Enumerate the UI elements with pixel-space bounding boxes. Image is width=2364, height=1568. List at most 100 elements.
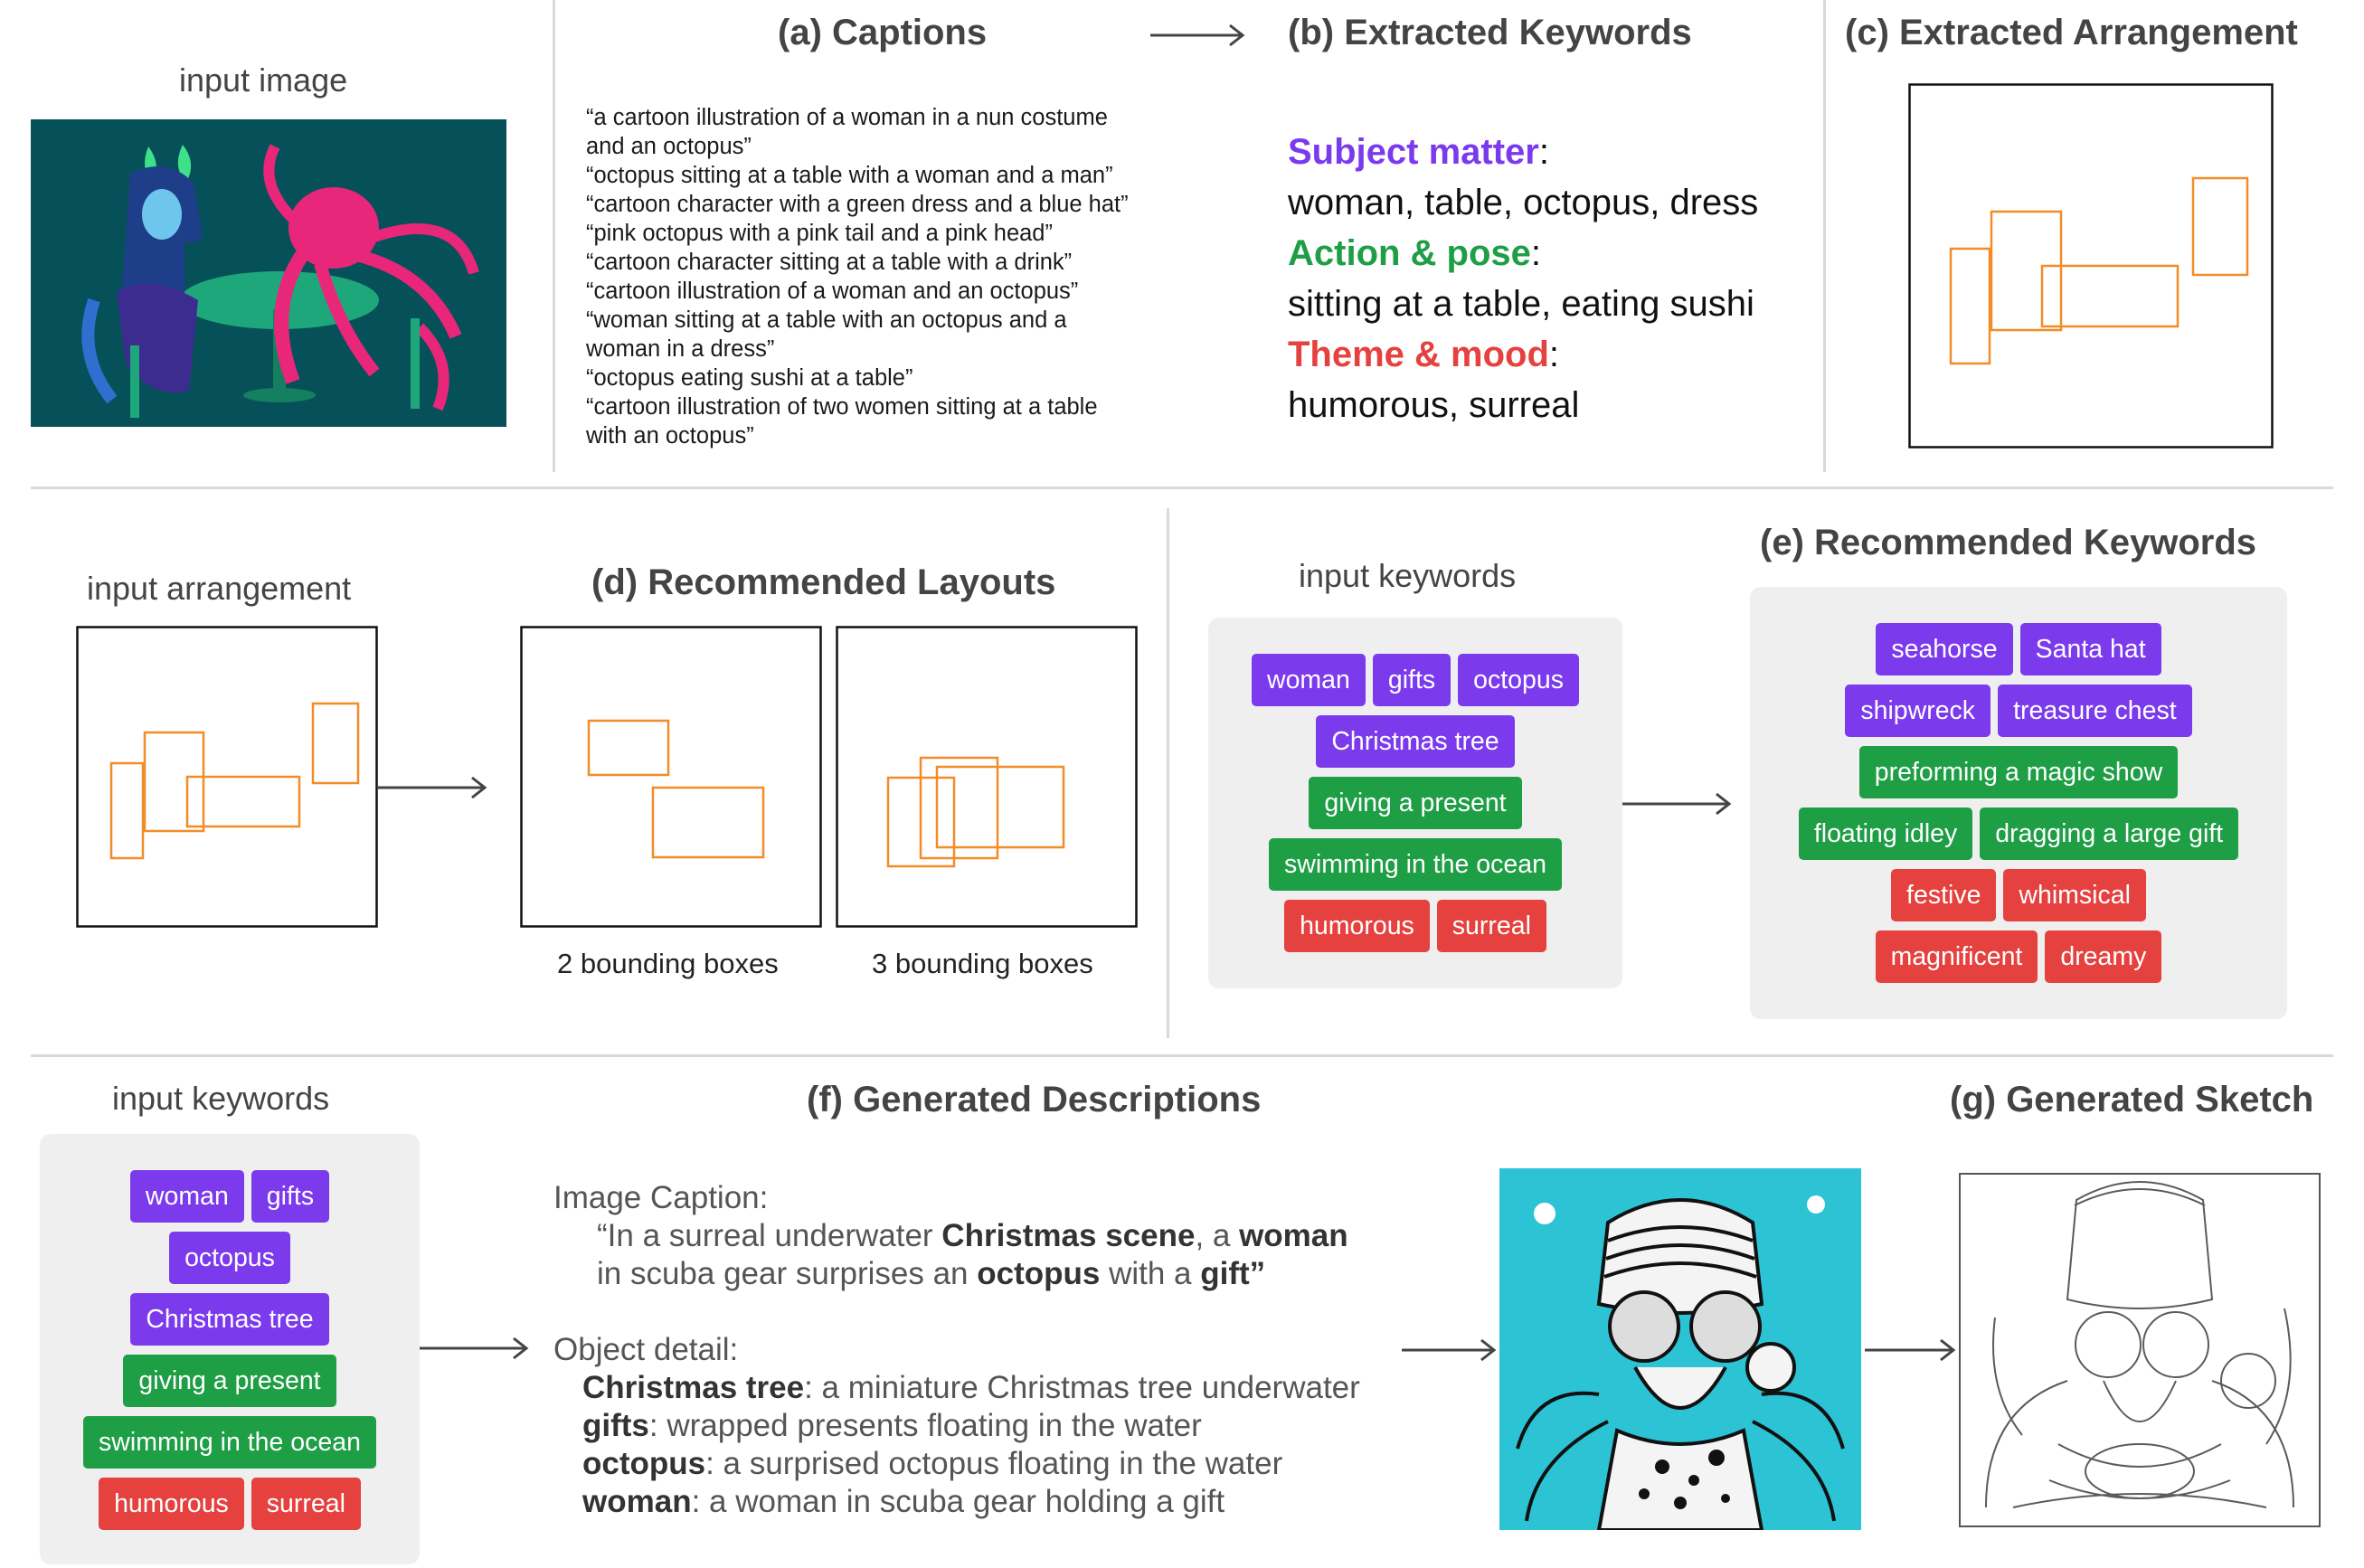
input-image [31,119,506,427]
arrow-image-to-sketch [1865,1338,1956,1362]
object-detail-line: woman: a woman in scuba gear holding a g… [582,1483,1360,1521]
keyword-chip[interactable]: Santa hat [2019,623,2161,675]
keyword-chip[interactable]: giving a present [1309,777,1522,829]
caption-text: , a [1195,1218,1240,1253]
bbox [2191,176,2249,277]
caption-text: “In a surreal underwater [597,1218,942,1253]
object-detail-label: Object detail: [553,1332,739,1367]
action-pose-values: sitting at a table, eating sushi [1288,284,1754,324]
extracted-arrangement-frame [1908,83,2274,449]
input-keywords-f-label: input keywords [112,1080,330,1117]
keyword-chip[interactable]: shipwreck [1845,685,1991,737]
keyword-chip[interactable]: festive [1891,869,1997,921]
arrow-keywords-to-descriptions [420,1337,529,1360]
keyword-chip[interactable]: Christmas tree [130,1293,329,1346]
keyword-chip[interactable]: octopus [1458,654,1579,706]
bbox [109,761,145,860]
object-detail-line: Christmas tree: a miniature Christmas tr… [582,1369,1360,1407]
divider-row-2 [31,1054,2333,1057]
keyword-chip[interactable]: octopus [169,1232,290,1284]
chip-row: octopus [40,1232,420,1284]
layout-3-boxes[interactable] [836,626,1138,928]
bold-keyword: gift” [1200,1256,1266,1291]
keyword-chip[interactable]: Christmas tree [1316,715,1515,768]
caption-line: with an octopus” [586,423,754,449]
keyword-chip[interactable]: surreal [1436,900,1546,952]
input-arrangement-frame [76,626,378,928]
bold-keyword: Christmas scene [941,1218,1196,1253]
object-detail-line: gifts: wrapped presents floating in the … [582,1407,1360,1445]
keyword-chip[interactable]: gifts [251,1170,330,1223]
caption-line: “woman sitting at a table with an octopu… [586,307,1067,333]
keyword-chip[interactable]: humorous [99,1478,244,1530]
header-generated-sketch: (g) Generated Sketch [1950,1080,2314,1119]
divider-mid [1167,508,1169,1038]
header-extracted-keywords: (b) Extracted Keywords [1288,13,1692,52]
chip-row: Christmas tree [40,1293,420,1346]
bbox [587,719,670,777]
keyword-chip[interactable]: gifts [1372,654,1451,706]
object-detail-line: octopus: a surprised octopus floating in… [582,1445,1360,1483]
keyword-chip[interactable]: woman [1252,654,1366,706]
caption-label: Image Caption: [553,1180,769,1215]
caption-line: “cartoon illustration of two women sitti… [586,394,1098,420]
caption-line: “octopus eating sushi at a table” [586,365,913,391]
object-name: woman [582,1484,692,1519]
keyword-chip[interactable]: giving a present [123,1355,336,1407]
caption-line: “cartoon character with a green dress an… [586,192,1129,217]
chip-row: swimming in the ocean [1208,838,1622,891]
bbox [919,756,999,860]
bbox [2040,264,2180,328]
bbox [185,775,301,828]
header-extracted-arrangement: (c) Extracted Arrangement [1845,13,2298,52]
theme-mood-label: Theme & mood [1288,335,1549,374]
keyword-chip[interactable]: floating idley [1798,808,1973,860]
keyword-chip[interactable]: swimming in the ocean [83,1416,376,1469]
object-name: Christmas tree [582,1370,805,1405]
caption-text: in scuba gear surprises an [597,1256,978,1291]
caption-line: “cartoon illustration of a woman and an … [586,279,1079,304]
bbox [311,702,360,785]
arrow-descriptions-to-image [1402,1338,1497,1362]
keyword-chip[interactable]: humorous [1284,900,1430,952]
object-description: : a surprised octopus floating in the wa… [705,1446,1283,1481]
input-arrangement-label: input arrangement [87,570,352,607]
caption-line: “pink octopus with a pink tail and a pin… [586,221,1053,246]
keyword-chip[interactable]: magnificent [1875,930,2038,983]
caption-line: and an octopus” [586,134,752,159]
keyword-chip[interactable]: swimming in the ocean [1269,838,1562,891]
object-details: Christmas tree: a miniature Christmas tr… [582,1369,1360,1521]
keyword-chip[interactable]: surreal [251,1478,361,1530]
keyword-chip[interactable]: treasure chest [1998,685,2192,737]
keyword-chip[interactable]: woman [129,1170,244,1223]
generated-sketch [1959,1173,2321,1527]
layout-2-boxes[interactable] [520,626,822,928]
layout-1-caption: 2 bounding boxes [557,948,779,979]
divider-top-2 [1823,0,1826,472]
keyword-chip[interactable]: dragging a large gift [1980,808,2239,860]
header-generated-descriptions: (f) Generated Descriptions [807,1080,1262,1119]
chip-row: giving a present [1208,777,1622,829]
subject-matter-values: woman, table, octopus, dress [1288,183,1759,222]
chip-row: preforming a magic show [1750,746,2287,798]
keyword-chip[interactable]: preforming a magic show [1858,746,2179,798]
caption-line: “cartoon character sitting at a table wi… [586,250,1073,275]
keyword-chip[interactable]: whimsical [2003,869,2146,921]
chip-row: swimming in the ocean [40,1416,420,1469]
keyword-chip[interactable]: seahorse [1876,623,2013,675]
divider-row-1 [31,486,2333,489]
divider-top-1 [553,0,555,472]
keyword-chip[interactable]: dreamy [2045,930,2162,983]
theme-mood-values: humorous, surreal [1288,385,1580,425]
bbox [1949,247,1991,365]
